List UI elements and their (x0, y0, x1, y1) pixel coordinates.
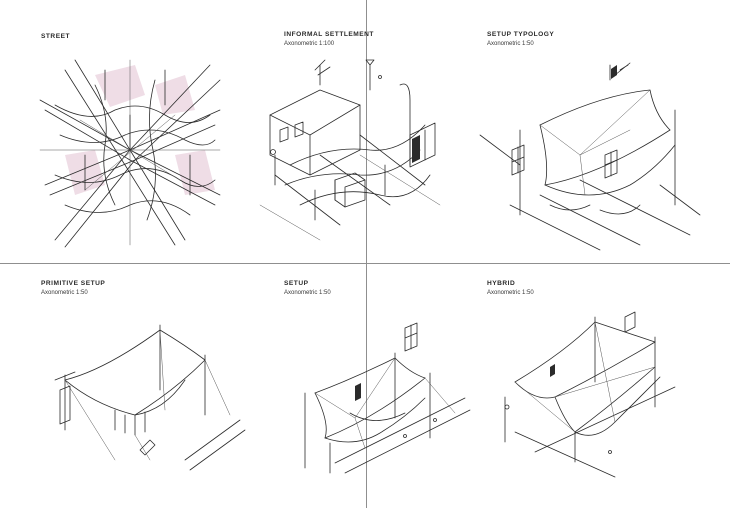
panel-title: STREET (41, 33, 71, 40)
panel-title: SETUP TYPOLOGY (487, 31, 555, 38)
vertical-divider (366, 0, 367, 508)
hybrid-drawing (504, 311, 676, 478)
primitive-setup-drawing (54, 324, 246, 471)
street-axonometric-drawing (39, 59, 221, 248)
panel-title: HYBRID (487, 280, 516, 287)
informal-settlement-drawing (259, 59, 441, 241)
panel-subtitle: Axonometric 1:100 (284, 41, 335, 47)
panel-title: SETUP (284, 280, 309, 287)
panel-subtitle: Axonometric 1:50 (487, 41, 534, 47)
horizontal-divider (0, 263, 730, 264)
setup-drawing (304, 322, 471, 474)
panel-subtitle: Axonometric 1:50 (41, 290, 88, 296)
panel-title: PRIMITIVE SETUP (41, 280, 106, 287)
panel-title: INFORMAL SETTLEMENT (284, 31, 374, 38)
panel-subtitle: Axonometric 1:50 (487, 290, 534, 296)
panel-subtitle: Axonometric 1:50 (284, 290, 331, 296)
setup-typology-drawing (479, 62, 701, 251)
